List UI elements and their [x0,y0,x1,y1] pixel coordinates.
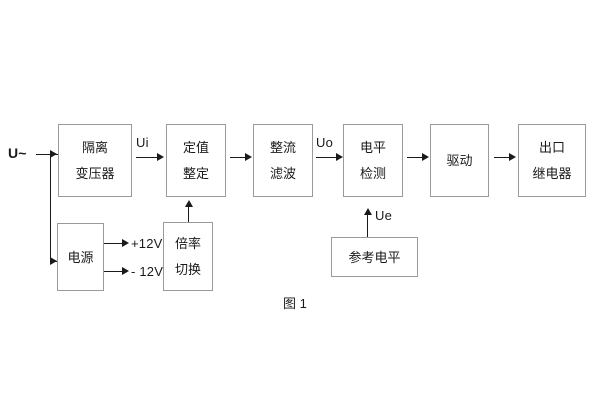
arrow-reference-to-level [364,208,372,215]
wire-level-to-drive [407,157,423,158]
wire-rail-negative [104,271,123,272]
block-line: 切换 [174,262,201,277]
wire-reference-to-level [367,215,368,237]
block-isolation-transformer[interactable]: 隔离 变压器 [58,124,132,197]
wire-drive-to-relay [494,157,510,158]
rail-label-negative: - 12V [131,264,164,279]
arrow-level-to-drive [422,153,429,161]
arrow-setting-to-rectify [245,153,252,161]
block-line: 参考电平 [348,249,401,265]
block-line: 电源 [67,249,94,265]
block-line: 倍率 [174,236,201,251]
wire-rectify-to-level [316,157,337,158]
block-line: 驱动 [446,153,473,168]
block-line: 隔离 [81,140,108,155]
block-level-detect[interactable]: 电平 检测 [343,124,403,197]
signal-label-ui: Ui [136,135,149,150]
block-power-supply[interactable]: 电源 [57,223,104,291]
block-drive[interactable]: 驱动 [430,124,489,197]
block-setting-value[interactable]: 定值 整定 [166,124,226,197]
wire-setting-to-rectify [230,157,246,158]
arrow-rail-negative [122,267,129,275]
block-line: 滤波 [269,166,296,181]
signal-label-uo: Uo [316,135,334,150]
block-line: 整定 [182,166,209,181]
block-line: 继电器 [532,166,572,181]
input-bus-stub [36,154,50,155]
block-line: 整流 [269,140,296,155]
wire-multiplier-to-setting [188,207,189,222]
arrow-multiplier-to-setting [185,200,193,207]
input-signal-label: U~ [8,145,27,161]
arrow-input-to-power [50,257,57,265]
block-rectify-filter[interactable]: 整流 滤波 [253,124,313,197]
signal-label-ue: Ue [375,208,393,223]
wire-rail-positive [104,243,123,244]
arrow-rectify-to-level [336,153,343,161]
block-multiplier-switch[interactable]: 倍率 切换 [163,222,213,291]
wire-isolation-to-setting [136,157,158,158]
block-reference-level[interactable]: 参考电平 [331,237,418,277]
block-line: 变压器 [75,166,115,181]
block-line: 检测 [359,166,386,181]
block-line: 定值 [182,140,209,155]
block-line: 电平 [359,140,386,155]
arrow-drive-to-relay [509,153,516,161]
block-output-relay[interactable]: 出口 继电器 [518,124,586,197]
input-bus-trunk [50,154,51,261]
arrow-rail-positive [122,239,129,247]
rail-label-positive: +12V [131,236,163,251]
arrow-isolation-to-setting [157,153,164,161]
figure-caption: 图 1 [283,296,307,311]
block-line: 出口 [538,140,565,155]
arrow-input-to-isolation [50,150,57,158]
